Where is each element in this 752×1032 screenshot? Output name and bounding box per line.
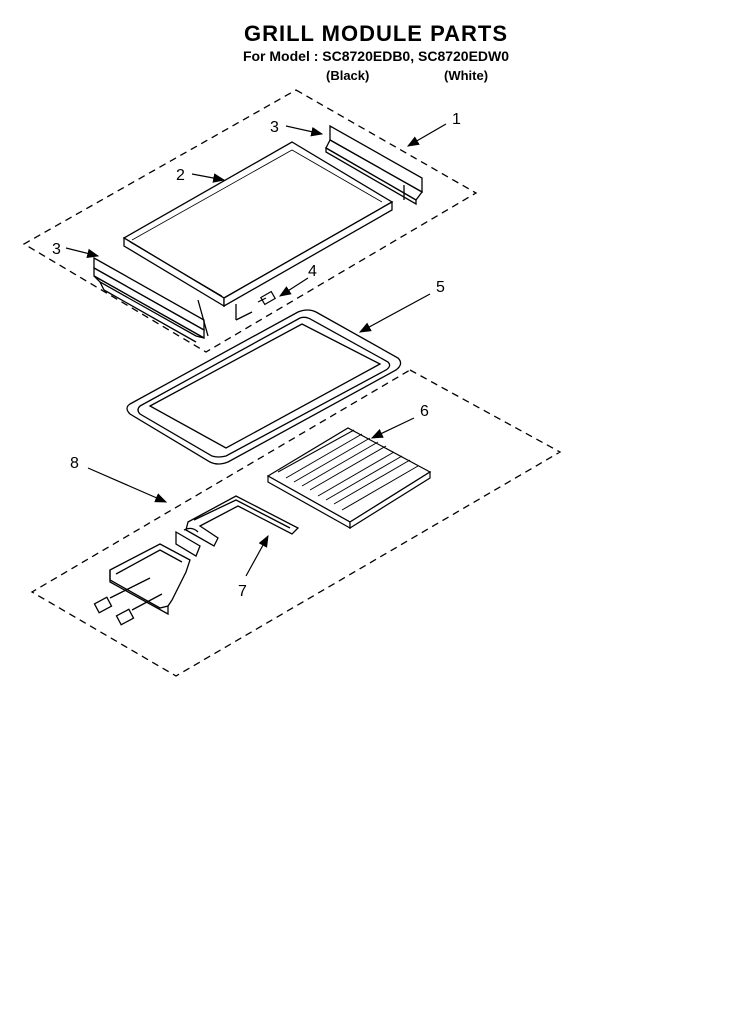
callout-7: 7 (238, 583, 247, 600)
part-5-gasket (126, 309, 402, 465)
arrow-8 (87, 467, 168, 503)
lower-assembly-boundary (30, 369, 562, 677)
callout-arrows (65, 123, 447, 577)
callout-8: 8 (70, 455, 79, 472)
part-4-screw (257, 290, 277, 306)
callout-3a: 3 (270, 119, 279, 136)
arrow-6 (370, 417, 415, 439)
callout-5: 5 (436, 279, 445, 296)
part-6-grill-grate (266, 427, 432, 530)
model-subtitle: For Model : SC8720EDB0, SC8720EDW0 (242, 48, 510, 64)
callout-4: 4 (308, 263, 317, 280)
arrow-1 (406, 123, 447, 147)
arrow-5 (358, 293, 431, 333)
part-1-trim-strip (325, 124, 423, 206)
callout-6: 6 (420, 403, 429, 420)
arrow-4 (278, 277, 309, 297)
black-color-label: (Black) (326, 68, 370, 83)
arrow-3a (285, 125, 324, 137)
part-8-element-bracket (93, 527, 201, 626)
part-7-heating-element (185, 495, 300, 547)
arrow-2 (191, 173, 226, 183)
part-2-griddle-plate (122, 141, 394, 321)
diagram-title: GRILL MODULE PARTS (243, 21, 509, 46)
callout-2: 2 (176, 167, 185, 184)
white-color-label: (White) (444, 68, 489, 83)
arrow-7 (245, 534, 269, 577)
part-3-trim-strip-front (93, 256, 209, 343)
callout-3b: 3 (52, 241, 61, 258)
diagram-header: GRILL MODULE PARTS For Model : SC8720EDB… (0, 21, 752, 65)
upper-assembly-boundary (22, 89, 478, 353)
arrow-3b (65, 247, 100, 259)
callout-1: 1 (452, 111, 461, 128)
